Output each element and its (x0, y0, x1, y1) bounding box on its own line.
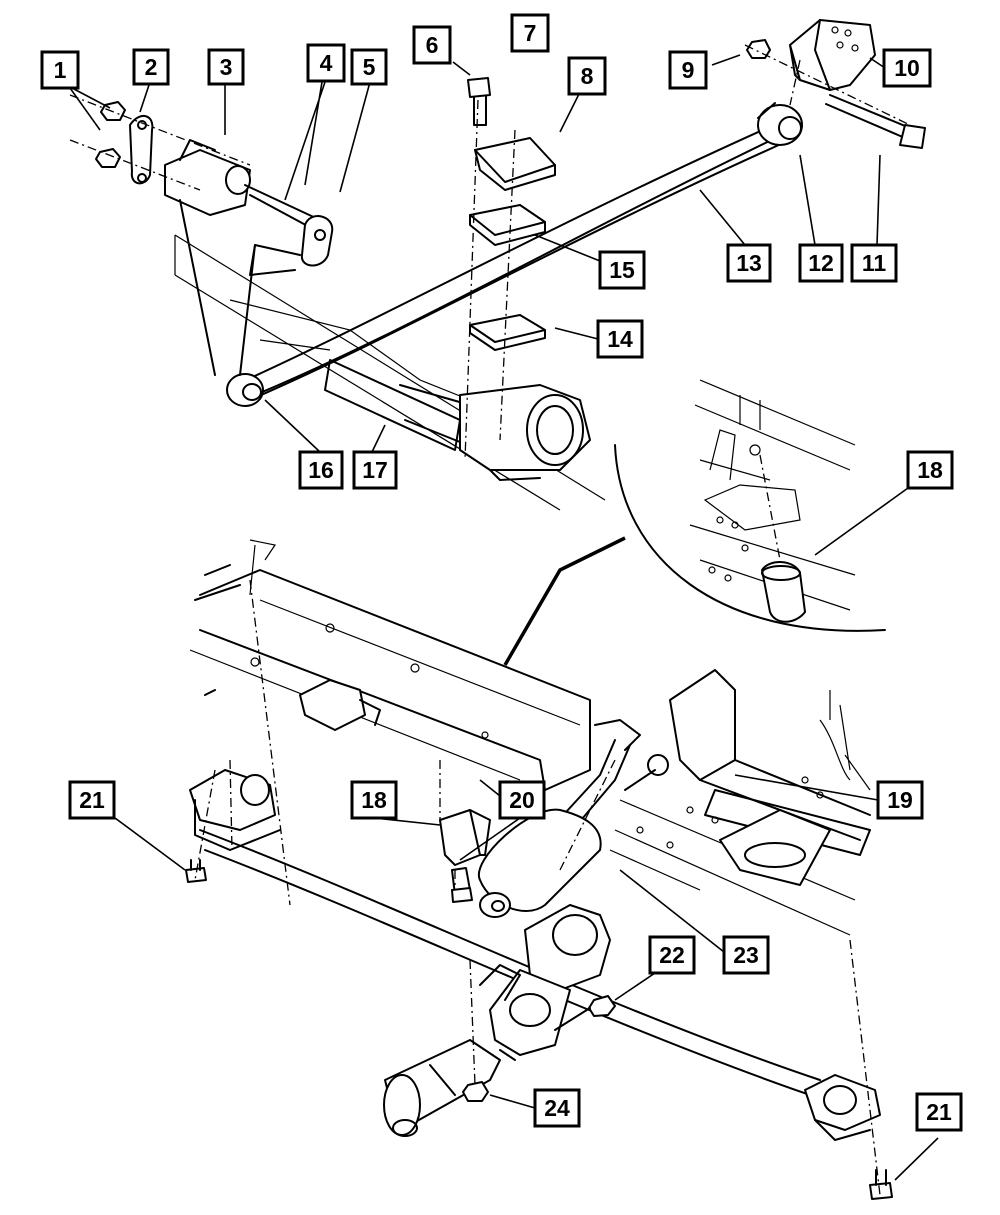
callout-7: 7 (510, 13, 550, 53)
callout-10: 10 (882, 48, 932, 88)
callout-24: 24 (533, 1088, 581, 1128)
svg-text:20: 20 (509, 787, 535, 813)
callout-18-bracket: 18 (350, 780, 398, 820)
leaf-spring-assembly-drawing (69, 19, 926, 511)
callout-17: 17 (352, 450, 398, 490)
svg-text:22: 22 (659, 942, 685, 968)
svg-text:21: 21 (926, 1099, 952, 1125)
svg-text:13: 13 (736, 250, 762, 276)
callout-21-left: 21 (68, 780, 116, 820)
callout-16: 16 (298, 450, 344, 490)
svg-text:7: 7 (524, 20, 537, 46)
callout-2: 2 (132, 48, 170, 86)
callout-21-right: 21 (915, 1092, 963, 1132)
svg-text:12: 12 (808, 250, 834, 276)
callout-20: 20 (498, 780, 546, 820)
callout-4: 4 (306, 43, 346, 83)
svg-text:6: 6 (426, 32, 439, 58)
svg-text:3: 3 (220, 54, 233, 80)
svg-text:15: 15 (609, 257, 635, 283)
callout-6: 6 (412, 25, 452, 65)
callout-8: 8 (567, 56, 607, 96)
svg-text:14: 14 (607, 326, 633, 352)
svg-text:4: 4 (320, 50, 333, 76)
svg-text:8: 8 (581, 63, 594, 89)
callout-12: 12 (798, 243, 844, 283)
callout-3: 3 (207, 48, 245, 86)
svg-text:5: 5 (363, 54, 376, 80)
svg-text:10: 10 (894, 55, 920, 81)
callout-15: 15 (598, 250, 646, 290)
callout-19: 19 (876, 780, 924, 820)
callout-23: 23 (722, 935, 770, 975)
svg-text:1: 1 (54, 57, 67, 83)
callout-5: 5 (350, 48, 388, 86)
svg-text:9: 9 (682, 57, 695, 83)
callout-1: 1 (40, 50, 80, 90)
callout-13: 13 (726, 243, 772, 283)
svg-text:23: 23 (733, 942, 759, 968)
callout-14: 14 (596, 319, 644, 359)
svg-text:2: 2 (145, 54, 158, 80)
svg-text:19: 19 (887, 787, 913, 813)
svg-text:18: 18 (917, 457, 943, 483)
callout-22: 22 (648, 935, 696, 975)
svg-text:18: 18 (361, 787, 387, 813)
svg-text:17: 17 (362, 457, 388, 483)
frame-shock-assembly-drawing (185, 536, 893, 1200)
callout-9: 9 (668, 50, 708, 90)
jounce-bumper-detail-drawing (614, 379, 886, 632)
callout-18-detail: 18 (906, 450, 954, 490)
svg-text:16: 16 (308, 457, 334, 483)
svg-text:24: 24 (544, 1095, 570, 1121)
callout-11: 11 (850, 243, 898, 283)
svg-text:11: 11 (862, 250, 887, 276)
svg-text:21: 21 (79, 787, 105, 813)
